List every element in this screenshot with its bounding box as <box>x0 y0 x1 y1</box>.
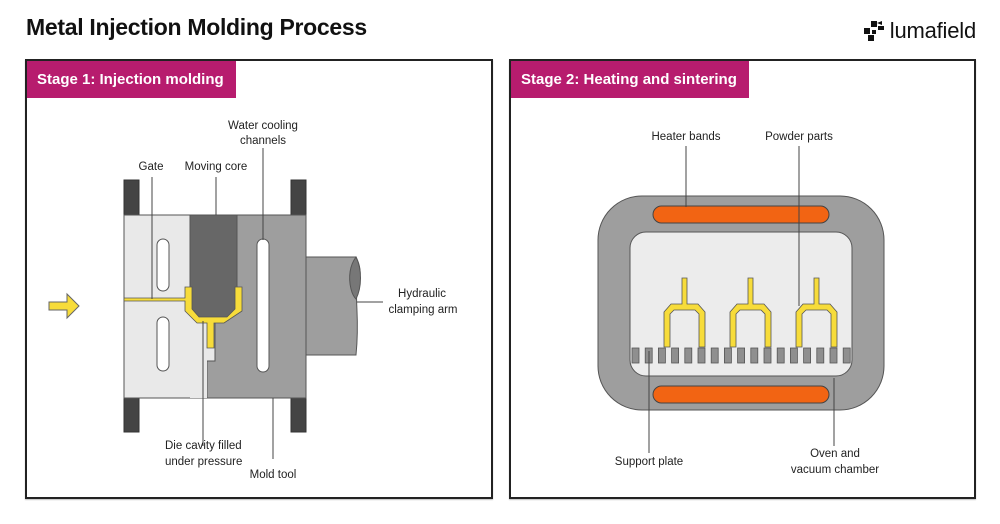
support-plate <box>631 347 851 364</box>
stage-1-panel: Stage 1: Injection molding <box>25 59 493 499</box>
support-plate-slat <box>803 347 812 364</box>
injection-arrow-icon <box>48 292 80 320</box>
hydraulic-clamping-arm <box>305 256 361 356</box>
stage-1-tag: Stage 1: Injection molding <box>27 61 236 98</box>
stage-2-tag: Stage 2: Heating and sintering <box>511 61 749 98</box>
support-plate-slat <box>789 347 798 364</box>
heater-band-bottom <box>652 385 830 404</box>
support-plate-slat <box>710 347 719 364</box>
support-plate-slat <box>763 347 772 364</box>
support-plate-slat <box>842 347 851 364</box>
support-plate-slat <box>671 347 680 364</box>
moving-core-label: Moving core <box>185 161 248 173</box>
gate-label: Gate <box>139 161 164 173</box>
moving-core-tip <box>190 286 237 321</box>
support-plate-slat <box>697 347 706 364</box>
page-title: Metal Injection Molding Process <box>26 14 367 40</box>
support-plate-slat <box>684 347 693 364</box>
water-cooling-label: Water cooling <box>228 120 298 132</box>
brand-name: lumafield <box>889 18 976 43</box>
heater-band-top <box>652 205 830 224</box>
support-plate-slat <box>829 347 838 364</box>
powder-part <box>729 277 772 348</box>
clamp-block-top-right <box>290 179 307 216</box>
injection-molding-diagram: Water cooling channels Gate Moving core … <box>48 120 458 481</box>
moving-core <box>189 214 238 288</box>
hydraulic-label-line2: clamping arm <box>388 304 457 316</box>
lumafield-logo-icon <box>863 21 884 41</box>
powder-parts-label: Powder parts <box>765 131 833 143</box>
die-cavity-label: Die cavity filled <box>165 440 242 452</box>
support-plate-slat <box>723 347 732 364</box>
support-plate-slat <box>776 347 785 364</box>
cooling-channel <box>256 238 270 373</box>
powder-parts <box>663 277 838 348</box>
cooling-channel <box>156 316 170 372</box>
water-cooling-label-line2: channels <box>240 135 286 147</box>
mold-left-lower <box>190 323 207 398</box>
clamp-block-top-left <box>123 179 140 216</box>
oven-label: Oven and <box>810 448 860 460</box>
cooling-channel <box>156 238 170 292</box>
sintering-diagram: Heater bands Powder parts Support plate … <box>597 131 885 476</box>
support-plate-slat <box>816 347 825 364</box>
clamp-block-bottom-right <box>290 397 307 433</box>
powder-part <box>663 277 706 348</box>
brand-logo: lumafield <box>863 18 976 44</box>
clamp-block-bottom-left <box>123 397 140 433</box>
die-cavity-metal <box>123 286 243 349</box>
mold-tool-label: Mold tool <box>250 469 297 481</box>
heater-bands-label: Heater bands <box>651 131 720 143</box>
support-plate-slat <box>737 347 746 364</box>
powder-part <box>795 277 838 348</box>
die-cavity-label-line2: under pressure <box>165 456 242 468</box>
oven-label-line2: vacuum chamber <box>791 464 879 476</box>
hydraulic-label: Hydraulic <box>398 288 446 300</box>
support-plate-label: Support plate <box>615 456 683 468</box>
stage-2-panel: Stage 2: Heating and sintering Heater ba… <box>509 59 976 499</box>
support-plate-slat <box>750 347 759 364</box>
support-plate-slat <box>631 347 640 364</box>
support-plate-slat <box>657 347 666 364</box>
